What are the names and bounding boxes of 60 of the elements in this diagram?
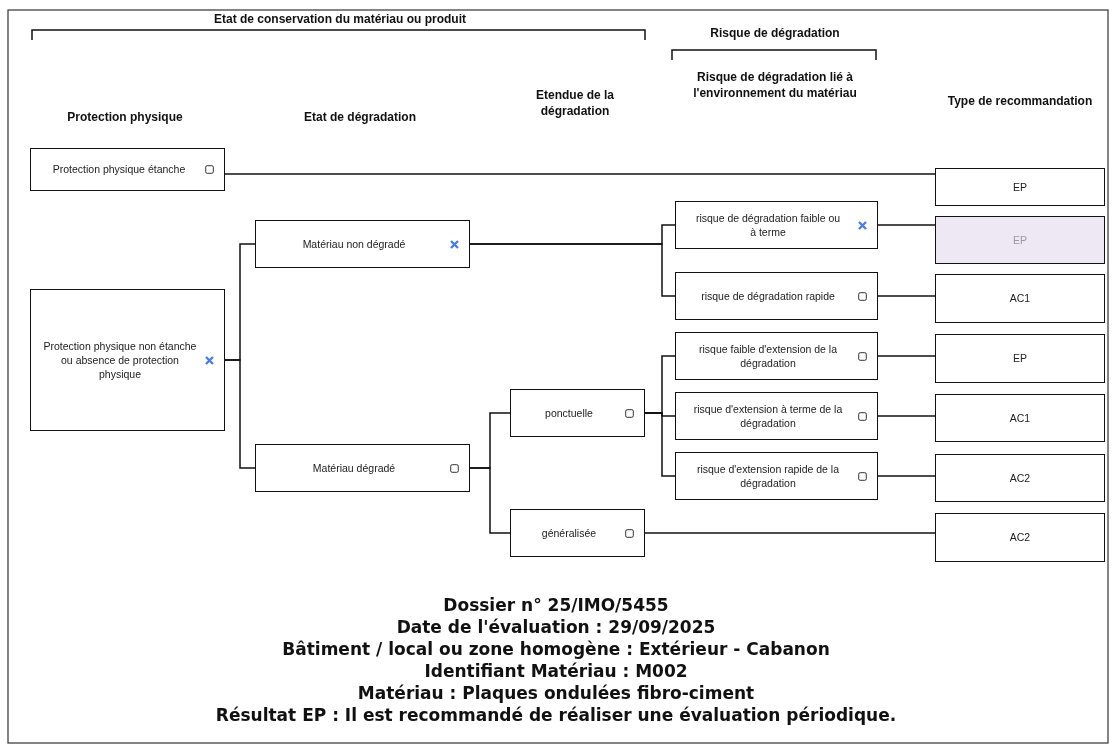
info-line: Bâtiment / local ou zone homogène : Extérieur - Cabanon: [281, 641, 831, 658]
recommendation-box: [935, 274, 1105, 323]
option-box: [675, 452, 878, 500]
option-box: [510, 389, 645, 437]
column-heading: Protection physique: [66, 110, 184, 126]
option-text: EP: [1012, 351, 1028, 366]
column-heading: Risque de dégradation: [709, 26, 841, 42]
info-line: Identifiant Matériau : M002: [423, 663, 689, 680]
recommendation-box: [935, 334, 1105, 383]
info-line: Matériau : Plaques ondulées fibro-ciment: [356, 685, 756, 702]
option-box: [30, 289, 225, 431]
option-box: [675, 392, 878, 440]
option-text: risque faible d'extension de la dégradation: [698, 341, 838, 371]
connector-line: [469, 243, 676, 297]
info-line: Date de l'évaluation : 29/09/2025: [395, 619, 717, 636]
recommendation-box: [935, 168, 1105, 206]
connector-line: [224, 173, 936, 175]
connector-line: [877, 415, 936, 417]
option-box: [255, 444, 470, 492]
option-text: AC1: [1008, 410, 1032, 426]
option-text: AC2: [1008, 530, 1032, 545]
recommendation-box: [935, 513, 1105, 562]
option-box: [30, 148, 225, 191]
recommendation-box: [935, 216, 1105, 264]
info-line: Résultat EP : Il est recommandé de réaliser une évaluation périodique.: [214, 707, 898, 724]
column-heading: Type de recommandation: [946, 94, 1094, 110]
option-text: ponctuelle: [544, 405, 594, 421]
connector-line: [877, 224, 936, 226]
recommendation-box: [935, 454, 1105, 502]
option-text: EP: [1012, 232, 1028, 248]
option-text: AC2: [1008, 470, 1032, 486]
option-box: [675, 201, 878, 249]
option-text: risque de dégradation rapide: [700, 288, 836, 304]
column-heading: Risque de dégradation lié à l'environnement du matériau: [692, 70, 858, 102]
option-text: Protection physique étanche: [51, 162, 187, 177]
connector-line: [877, 355, 936, 357]
column-heading: Etat de dégradation: [303, 110, 417, 126]
option-text: AC1: [1008, 291, 1032, 306]
info-line: Dossier n° 25/IMO/5455: [442, 597, 670, 614]
connector-line: [469, 467, 511, 534]
option-box: [675, 272, 878, 320]
recommendation-box: [935, 394, 1105, 442]
option-box: [675, 332, 878, 380]
connector-line: [644, 532, 936, 534]
option-text: risque d'extension rapide de la dégradation: [695, 461, 841, 491]
option-text: risque d'extension à terme de la dégradation: [692, 401, 844, 431]
option-text: Matériau dégradé: [311, 460, 397, 476]
option-text: risque de dégradation faible ou à terme: [694, 210, 842, 240]
connector-line: [224, 359, 256, 469]
option-text: Protection physique non étanche ou absence de protection physique: [42, 338, 198, 382]
option-box: [510, 509, 645, 557]
option-text: EP: [1012, 179, 1028, 195]
column-heading: Etendue de la dégradation: [535, 88, 615, 120]
connector-line: [644, 412, 676, 477]
option-box: [255, 220, 470, 268]
connector-line: [877, 295, 936, 297]
option-text: Matériau non dégradé: [301, 236, 407, 252]
option-text: généralisée: [540, 525, 598, 541]
column-heading: Etat de conservation du matériau ou produit: [213, 12, 467, 28]
connector-line: [877, 475, 936, 477]
